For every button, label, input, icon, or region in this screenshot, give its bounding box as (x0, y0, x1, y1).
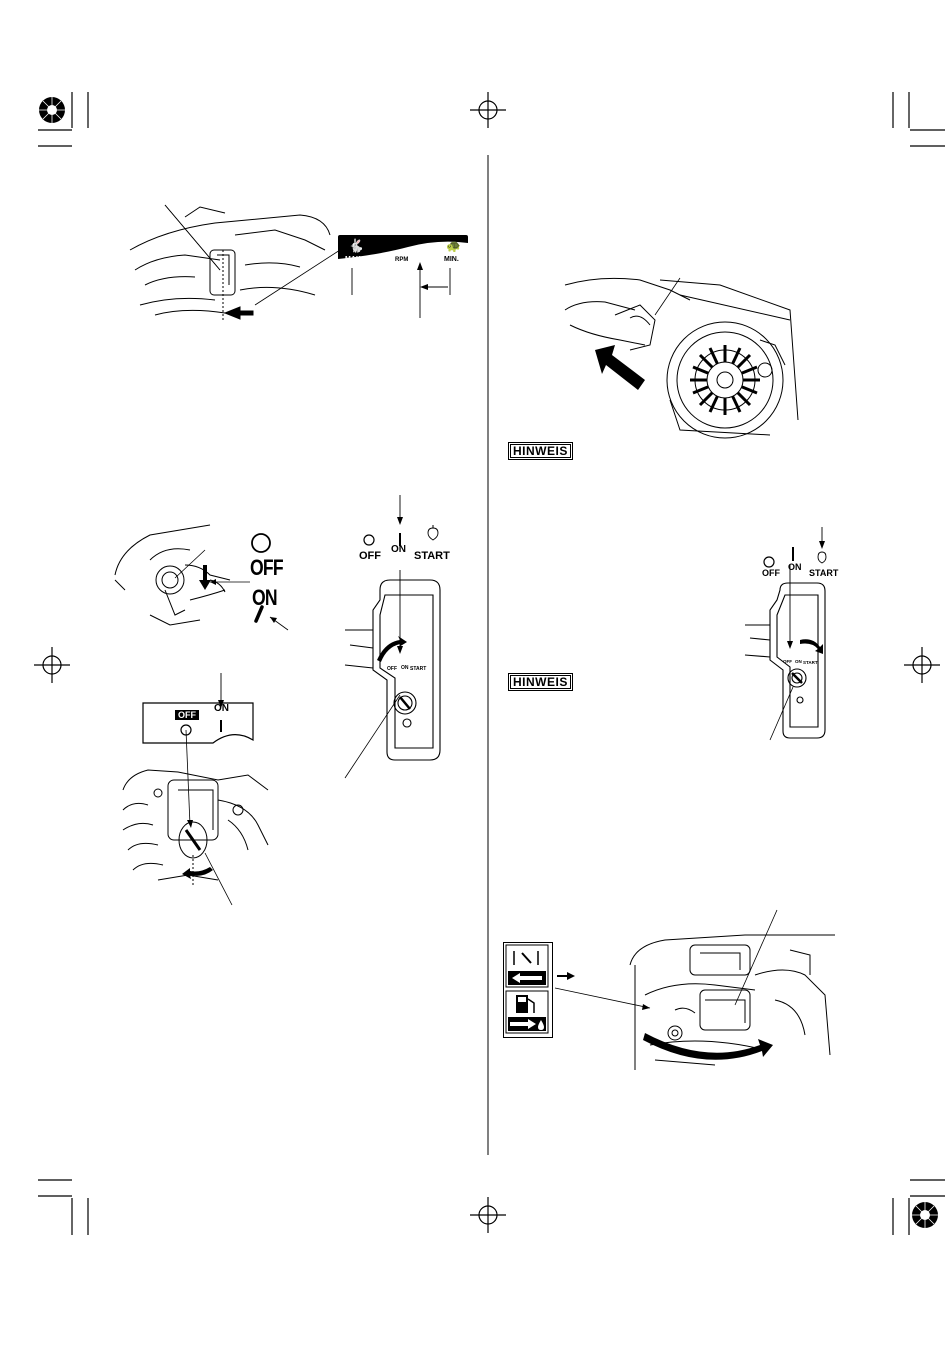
switch-top-start-label: START (414, 551, 450, 562)
switch-top-on-label: ON (391, 545, 406, 555)
svg-text:ON: ON (795, 659, 802, 664)
svg-text:OFF: OFF (783, 659, 792, 664)
arrow-down-icon (397, 517, 403, 525)
choke-lever-illustration (545, 905, 845, 1080)
engine-small-switch-illustration (118, 750, 278, 890)
key-start-icon (428, 528, 438, 540)
arrow-down-icon (819, 541, 825, 549)
throttle-min-label: MIN. (444, 256, 459, 263)
key-start-icon (818, 552, 826, 563)
rabbit-icon: 🐇 (348, 238, 364, 254)
switch-small-off-label: OFF (175, 710, 199, 720)
arrow-down-icon (187, 820, 193, 828)
engine-switch-symbols-top (355, 495, 475, 555)
hinweis-notice-2: HINWEIS (508, 673, 573, 691)
arrow-left-icon (225, 307, 253, 319)
arrow-down-icon (397, 646, 403, 654)
curved-arrow-icon (377, 636, 407, 662)
switch-small-on-label: ON (214, 704, 229, 714)
svg-text:ON: ON (401, 665, 409, 671)
curved-arrow-icon (800, 639, 823, 654)
arrow-down-icon (787, 641, 793, 649)
leader-line (0, 0, 10, 10)
fuel-valve-on-bar (250, 605, 290, 645)
fuel-valve-off-label: OFF (250, 555, 283, 581)
curved-arrow-icon (643, 1033, 773, 1060)
hinweis-notice-1: HINWEIS (508, 442, 573, 460)
engine-switch-panel-right-illustration: OFF ON START (745, 575, 845, 745)
curved-arrow-icon (182, 867, 213, 879)
throttle-rpm-label: RPM (395, 257, 408, 263)
arrow-right-icon (557, 972, 575, 980)
engine-switch-plate (138, 698, 258, 758)
svg-text:START: START (410, 666, 426, 672)
throttle-max-label: MAX. (345, 256, 363, 263)
pull-arrow-icon (595, 345, 645, 390)
engine-switch-panel-illustration: OFF ON START (345, 570, 455, 770)
turtle-icon: 🐢 (446, 239, 461, 253)
switch-top-off-label: OFF (359, 551, 381, 562)
svg-text:START: START (803, 660, 818, 665)
svg-text:OFF: OFF (387, 666, 397, 672)
recoil-starter-illustration (560, 270, 800, 440)
